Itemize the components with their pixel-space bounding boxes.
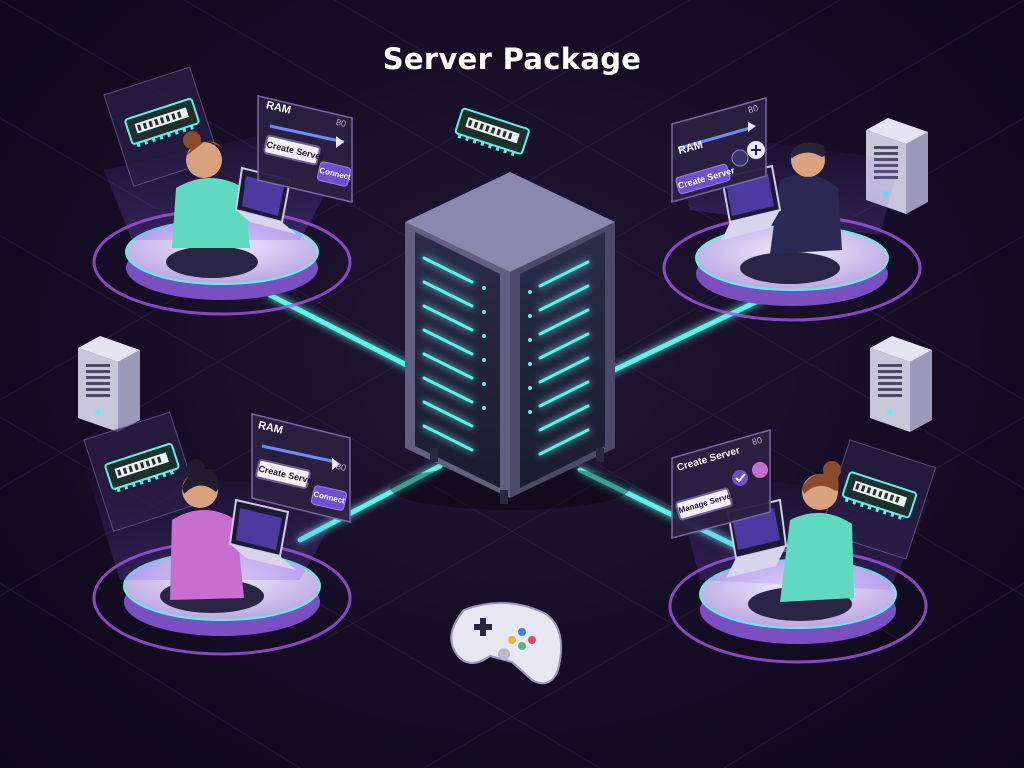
gamepad-icon (450, 601, 563, 685)
page-title: Server Package (382, 42, 642, 76)
server-tower-icon (870, 336, 932, 432)
server-rack-icon (390, 172, 630, 510)
workstation-top-left (92, 66, 352, 316)
workstation-bottom-right (668, 439, 937, 664)
check-icon (735, 473, 746, 483)
laptop-icon (228, 498, 296, 570)
plus-icon (751, 145, 761, 155)
ram-module-icon (452, 107, 531, 160)
server-tower-icon (78, 336, 140, 432)
workstation-bottom-left (83, 411, 352, 656)
ram-module-icon (83, 411, 200, 532)
